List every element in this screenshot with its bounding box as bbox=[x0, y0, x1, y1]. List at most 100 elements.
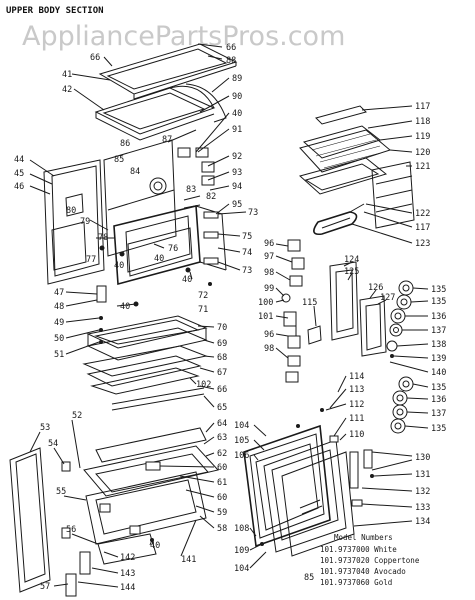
callout-50: 50 bbox=[54, 334, 64, 344]
callout-80: 80 bbox=[66, 206, 76, 216]
callout-63: 63 bbox=[217, 433, 227, 443]
callout-117: 117 bbox=[415, 223, 430, 233]
callout-137: 137 bbox=[431, 409, 446, 419]
callout-83: 83 bbox=[186, 185, 196, 195]
callout-53: 53 bbox=[40, 423, 50, 433]
callout-143: 143 bbox=[120, 569, 135, 579]
callout-104: 104 bbox=[234, 564, 249, 574]
leader-lines bbox=[29, 43, 429, 588]
callout-60: 60 bbox=[217, 493, 227, 503]
callout-134: 134 bbox=[415, 517, 430, 527]
callout-60: 60 bbox=[217, 463, 227, 473]
callout-101: 101 bbox=[258, 312, 273, 322]
callout-114: 114 bbox=[349, 372, 364, 382]
callout-92: 92 bbox=[232, 152, 242, 162]
model-number-row: 101.9737060 Gold bbox=[320, 578, 392, 587]
callout-111: 111 bbox=[349, 414, 364, 424]
callout-113: 113 bbox=[349, 385, 364, 395]
callout-100: 100 bbox=[258, 298, 273, 308]
callout-labels: 66 88 66 41 89 42 90 40 91 87 86 92 85 8… bbox=[14, 43, 446, 593]
callout-61: 61 bbox=[217, 478, 227, 488]
callout-64: 64 bbox=[217, 419, 227, 429]
callout-102: 102 bbox=[196, 380, 211, 390]
callout-87: 87 bbox=[162, 135, 172, 145]
model-numbers-block: Model Numbers 101.9737000 White 101.9737… bbox=[320, 533, 420, 587]
callout-76: 76 bbox=[168, 244, 178, 254]
callout-82: 82 bbox=[206, 192, 216, 202]
callout-94: 94 bbox=[232, 182, 242, 192]
callout-51: 51 bbox=[54, 350, 64, 360]
callout-72: 72 bbox=[198, 291, 208, 301]
callout-86: 86 bbox=[120, 139, 130, 149]
callout-42: 42 bbox=[62, 85, 72, 95]
range-body-shell bbox=[43, 129, 227, 344]
callout-144: 144 bbox=[120, 583, 135, 593]
section-title: UPPER BODY SECTION bbox=[6, 6, 104, 16]
oven-bottom-and-drawer bbox=[9, 315, 219, 597]
callout-49: 49 bbox=[54, 318, 64, 328]
callout-40: 40 bbox=[232, 109, 242, 119]
callout-66: 66 bbox=[226, 43, 236, 53]
model-number-row: 101.9737000 White bbox=[320, 545, 397, 554]
callout-122: 122 bbox=[415, 209, 430, 219]
oven-door-assembly bbox=[243, 408, 374, 557]
callout-69: 69 bbox=[217, 339, 227, 349]
callout-40: 40 bbox=[182, 275, 192, 285]
callout-133: 133 bbox=[415, 503, 430, 513]
callout-119: 119 bbox=[415, 132, 430, 142]
callout-120: 120 bbox=[415, 148, 430, 158]
callout-109: 109 bbox=[234, 546, 249, 556]
callout-108: 108 bbox=[234, 524, 249, 534]
callout-71: 71 bbox=[198, 305, 208, 315]
callout-98: 98 bbox=[264, 268, 274, 278]
callout-96: 96 bbox=[264, 330, 274, 340]
callout-112: 112 bbox=[349, 400, 364, 410]
callout-141: 141 bbox=[181, 555, 196, 565]
callout-127: 127 bbox=[380, 293, 395, 303]
callout-52: 52 bbox=[72, 411, 82, 421]
callout-124: 124 bbox=[344, 255, 359, 265]
callout-40: 40 bbox=[114, 261, 124, 271]
callout-105: 105 bbox=[234, 436, 249, 446]
backguard-and-knobs bbox=[307, 261, 414, 434]
callout-58: 58 bbox=[217, 524, 227, 534]
callout-89: 89 bbox=[232, 74, 242, 84]
callout-123: 123 bbox=[415, 239, 430, 249]
callout-84: 84 bbox=[130, 167, 140, 177]
callout-91: 91 bbox=[232, 125, 242, 135]
callout-48: 48 bbox=[54, 302, 64, 312]
callout-85: 85 bbox=[304, 573, 314, 583]
callout-66: 66 bbox=[217, 385, 227, 395]
callout-40: 40 bbox=[154, 254, 164, 264]
callout-40: 40 bbox=[120, 302, 130, 312]
callout-97: 97 bbox=[264, 252, 274, 262]
model-number-row: 101.9737040 Avocado bbox=[320, 567, 406, 576]
callout-98: 98 bbox=[264, 344, 274, 354]
callout-117: 117 bbox=[415, 102, 430, 112]
broiler-pan-assembly bbox=[298, 105, 415, 236]
callout-106: 106 bbox=[234, 451, 249, 461]
callout-110: 110 bbox=[349, 430, 364, 440]
callout-121: 121 bbox=[415, 162, 430, 172]
callout-62: 62 bbox=[217, 449, 227, 459]
callout-41: 41 bbox=[62, 70, 72, 80]
model-number-row: 101.9737020 Coppertone bbox=[320, 556, 420, 565]
callout-46: 46 bbox=[14, 182, 24, 192]
callout-55: 55 bbox=[56, 487, 66, 497]
callout-135: 135 bbox=[431, 383, 446, 393]
callout-74: 74 bbox=[242, 248, 252, 258]
callout-47: 47 bbox=[54, 288, 64, 298]
callout-68: 68 bbox=[217, 353, 227, 363]
callout-136: 136 bbox=[431, 312, 446, 322]
callout-88: 88 bbox=[226, 56, 236, 66]
callout-138: 138 bbox=[431, 340, 446, 350]
callout-73: 73 bbox=[248, 208, 258, 218]
cooktop-top-assembly bbox=[94, 43, 238, 141]
model-numbers-heading: Model Numbers bbox=[334, 533, 393, 542]
callout-99: 99 bbox=[264, 284, 274, 294]
callout-115: 115 bbox=[302, 298, 317, 308]
callout-126: 126 bbox=[368, 283, 383, 293]
callout-142: 142 bbox=[120, 553, 135, 563]
callout-140: 140 bbox=[431, 368, 446, 378]
